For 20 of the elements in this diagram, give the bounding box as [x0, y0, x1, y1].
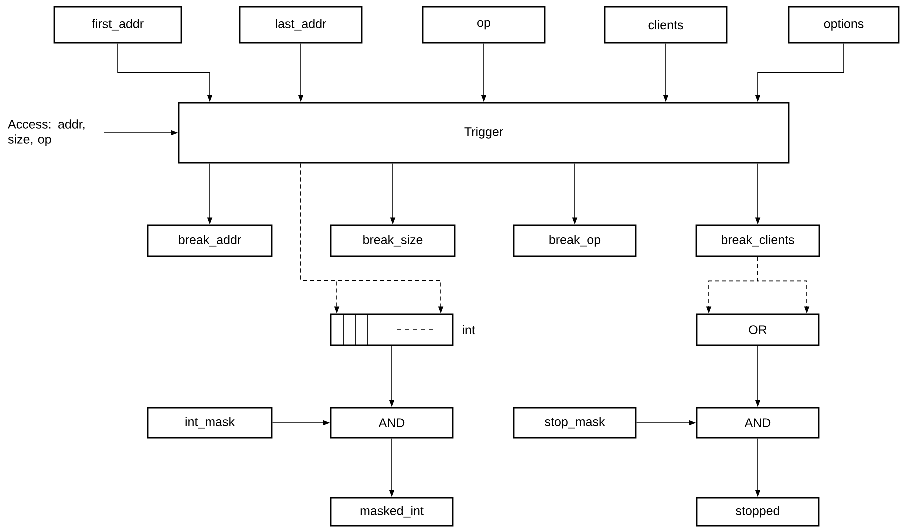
process-box: AND: [330, 407, 454, 439]
process-box: break_op: [513, 224, 637, 258]
process-box: stop_mask: [513, 407, 637, 439]
process-box: break_clients: [696, 224, 820, 258]
process-box: options: [788, 6, 900, 44]
process-box: first_addr: [54, 6, 182, 44]
process-box: break_addr: [147, 224, 273, 258]
register-box: [330, 314, 454, 346]
process-box: op: [422, 6, 546, 44]
process-box: clients: [604, 6, 728, 44]
input-label: Access: addr, size, op: [8, 120, 85, 146]
process-box: int_mask: [147, 407, 273, 439]
process-box: stopped: [696, 497, 820, 527]
trigger-box: Trigger: [178, 102, 790, 164]
beside-label: int: [463, 325, 476, 335]
process-box: masked_int: [330, 497, 454, 527]
process-box: break_size: [330, 224, 456, 258]
process-box: last_addr: [239, 6, 363, 44]
process-box: AND: [696, 407, 820, 439]
process-box: OR: [696, 314, 820, 346]
